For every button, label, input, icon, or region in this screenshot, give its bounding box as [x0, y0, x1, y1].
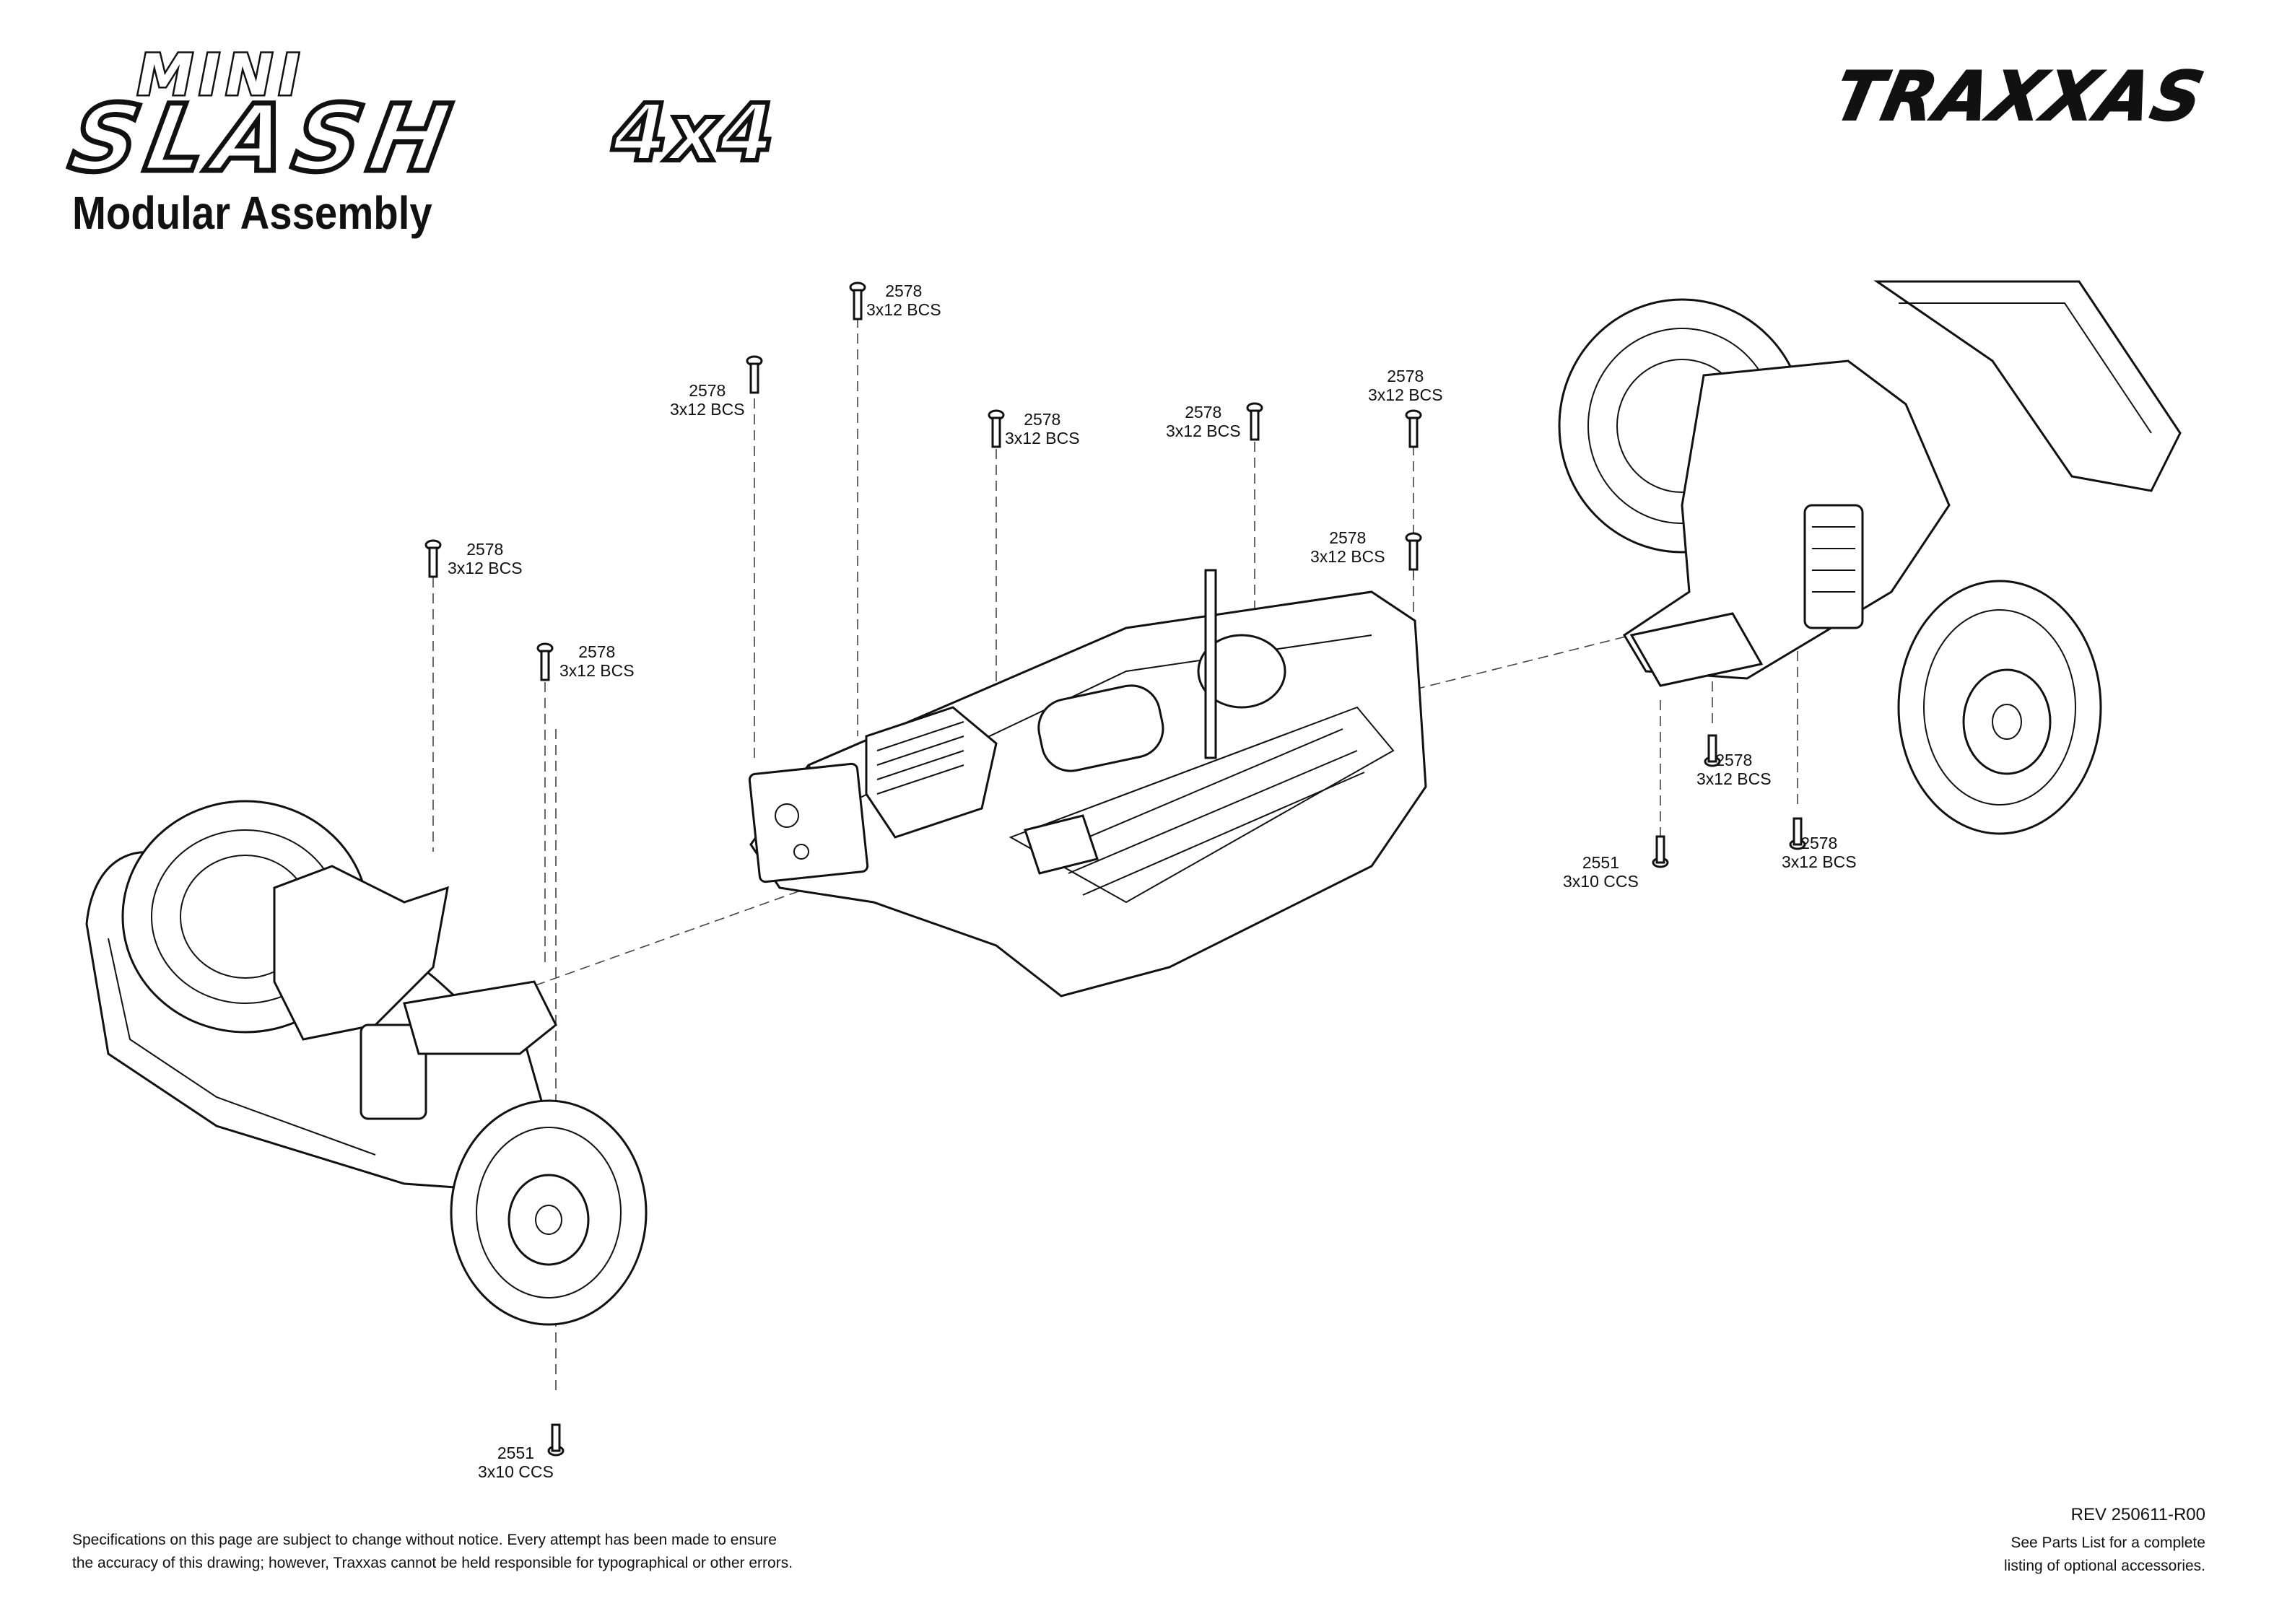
disclaimer: Specifications on this page are subject …: [72, 1529, 793, 1575]
screws: [424, 281, 1806, 1457]
revision-label: REV 250611-R00: [2070, 1505, 2205, 1524]
note-line-1: See Parts List for a complete: [2011, 1534, 2205, 1551]
page-title: Modular Assembly: [72, 187, 432, 239]
logo-4x4: 4x4: [610, 84, 776, 181]
front-module: [85, 800, 648, 1326]
leader-lines: [432, 318, 1798, 1393]
disclaimer-line-2: the accuracy of this drawing; however, T…: [72, 1555, 793, 1571]
note-line-2: listing of optional accessories.: [2004, 1558, 2205, 1574]
center-chassis: [748, 569, 1427, 997]
rear-module: [1558, 280, 2182, 835]
parts-list-note: See Parts List for a complete listing of…: [2004, 1532, 2205, 1578]
disclaimer-line-1: Specifications on this page are subject …: [72, 1532, 777, 1548]
logo-mini: MINI: [136, 42, 305, 110]
